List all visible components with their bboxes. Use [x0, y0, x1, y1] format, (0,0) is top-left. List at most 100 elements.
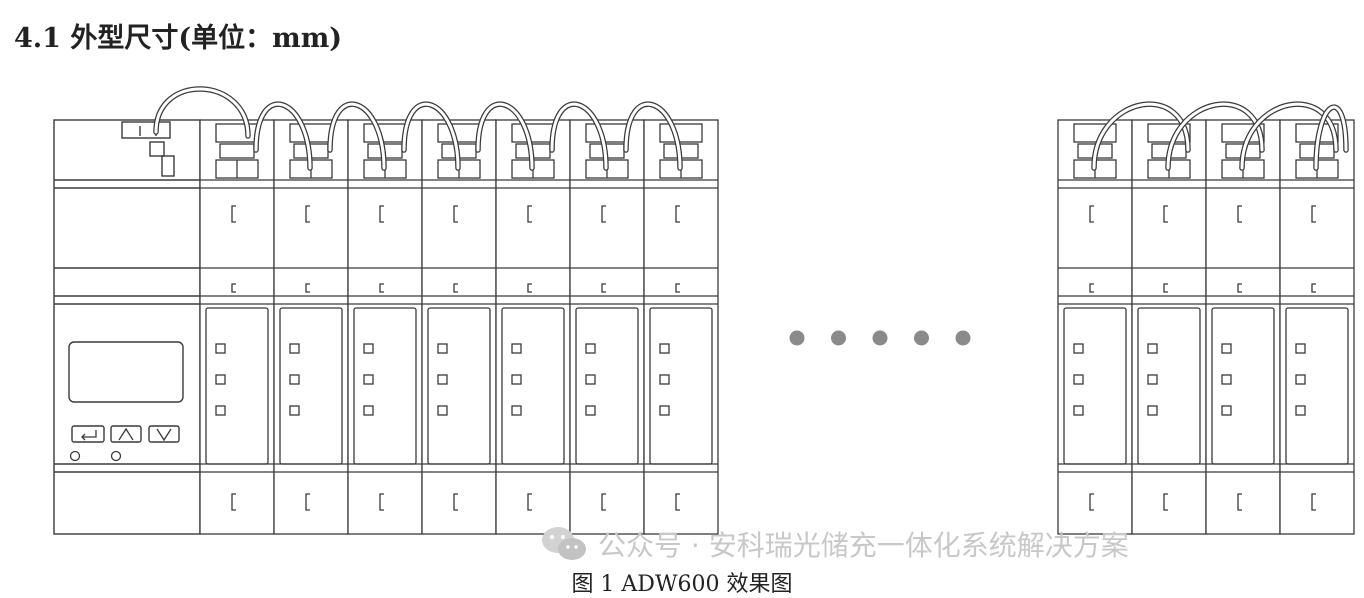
ellipsis-dot [789, 330, 805, 346]
bus-cable-inner [402, 102, 460, 170]
status-led [437, 374, 448, 385]
status-led [659, 405, 670, 416]
status-led [585, 405, 596, 416]
sub-module [1057, 119, 1133, 535]
latch [1163, 283, 1168, 293]
sub-module [643, 119, 719, 535]
latch [1089, 493, 1094, 511]
ellipsis-dot [872, 330, 888, 346]
latch [379, 283, 384, 293]
latch [601, 283, 606, 293]
bus-cable-inner [624, 102, 682, 170]
latch [675, 205, 680, 223]
bus-cables [153, 86, 1349, 171]
module-group-right [1057, 119, 1355, 535]
latch [1089, 283, 1094, 293]
bus-cable-inner [328, 102, 386, 170]
face-panel [353, 307, 417, 465]
latch [305, 283, 310, 293]
status-led [437, 343, 448, 354]
latch [601, 493, 606, 511]
watermark: 公众号 · 安科瑞光储充一体化系统解决方案 [540, 524, 1129, 564]
bus-cable-inner [1240, 102, 1338, 170]
indicator-light [69, 450, 81, 462]
latch [453, 283, 458, 293]
sub-module [273, 119, 349, 535]
bus-cable-inner [476, 102, 534, 170]
status-led [1147, 343, 1158, 354]
sub-module [569, 119, 645, 535]
latch [1237, 205, 1242, 223]
status-led [585, 374, 596, 385]
latch [1311, 205, 1316, 223]
status-led [511, 405, 522, 416]
latch [1089, 205, 1094, 223]
status-led [1295, 343, 1306, 354]
latch [1163, 493, 1168, 511]
latch [379, 493, 384, 511]
terminal-block [1221, 123, 1265, 143]
latch [379, 205, 384, 223]
ellipsis-dots [789, 330, 971, 346]
sub-module [421, 119, 497, 535]
status-led [437, 405, 448, 416]
status-led [1295, 405, 1306, 416]
latch [305, 493, 310, 511]
status-led [511, 374, 522, 385]
indicator-light [110, 450, 122, 462]
latch [675, 283, 680, 293]
status-led [363, 405, 374, 416]
status-led [659, 343, 670, 354]
face-panel [1211, 307, 1275, 465]
bus-cable-inner [1314, 105, 1348, 170]
latch [231, 493, 236, 511]
face-panel [1063, 307, 1127, 465]
latch [601, 205, 606, 223]
sub-module [347, 119, 423, 535]
face-panel [1137, 307, 1201, 465]
status-led [511, 343, 522, 354]
figure-caption: 图 1 ADW600 效果图 [571, 572, 793, 597]
latch [1237, 493, 1242, 511]
terminal-block [1147, 123, 1191, 143]
status-led [659, 374, 670, 385]
status-led [363, 343, 374, 354]
status-led [1221, 343, 1232, 354]
latch [453, 205, 458, 223]
sub-module [199, 119, 275, 535]
terminal-block [1073, 123, 1117, 143]
status-led [1073, 343, 1084, 354]
status-led [1221, 405, 1232, 416]
module-group-left [199, 119, 719, 535]
bus-cable-inner [550, 102, 608, 170]
down-button[interactable] [148, 425, 180, 443]
latch [1237, 283, 1242, 293]
up-button[interactable] [110, 425, 142, 443]
face-panel [205, 307, 269, 465]
status-led [1147, 405, 1158, 416]
status-led [289, 343, 300, 354]
main-unit [53, 119, 201, 535]
sub-module [495, 119, 571, 535]
face-panel [1285, 307, 1349, 465]
lcd-screen-icon [68, 341, 184, 403]
status-led [289, 374, 300, 385]
status-led [1073, 405, 1084, 416]
ellipsis-dot [914, 330, 929, 346]
status-led [1221, 374, 1232, 385]
enter-button[interactable] [71, 425, 105, 443]
latch [527, 493, 532, 511]
section-heading: 4.1 外型尺寸(单位：mm) [14, 23, 343, 54]
latch [527, 205, 532, 223]
watermark-text: 公众号 · 安科瑞光储充一体化系统解决方案 [598, 529, 1129, 562]
latch [453, 493, 458, 511]
latch [1163, 205, 1168, 223]
latch [231, 205, 236, 223]
latch [527, 283, 532, 293]
latch [305, 205, 310, 223]
latch [675, 493, 680, 511]
ellipsis-dot [955, 330, 971, 346]
status-led [215, 374, 226, 385]
wechat-logo-icon [542, 527, 586, 560]
